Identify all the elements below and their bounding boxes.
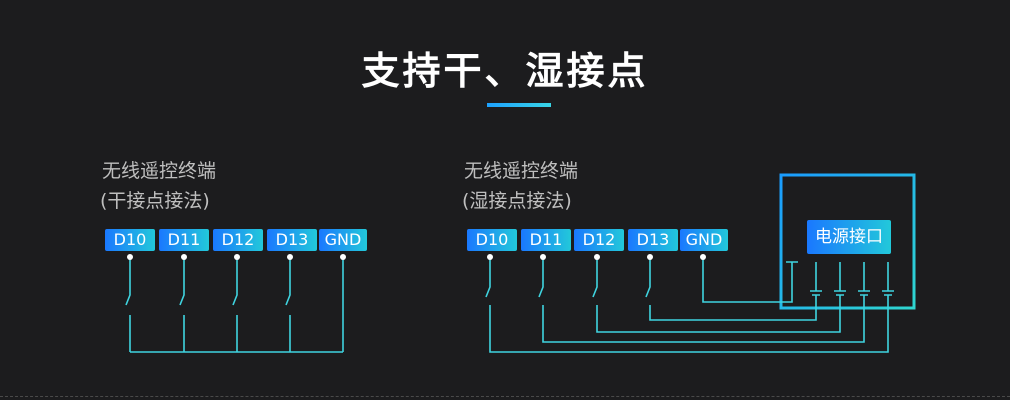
right-dot-d10 bbox=[487, 254, 493, 260]
left-dot-d10 bbox=[127, 254, 133, 260]
right-panel-label-line2: (湿接点接法) bbox=[462, 190, 572, 212]
right-pin-dots bbox=[487, 254, 706, 260]
left-panel-label-line1: 无线遥控终端 bbox=[102, 160, 217, 182]
power-interface-label: 电源接口 bbox=[807, 220, 891, 254]
power-terminal-1 bbox=[810, 262, 822, 296]
left-dot-d12 bbox=[234, 254, 240, 260]
right-pin-d12: D12 bbox=[574, 229, 624, 251]
right-pin-d11: D11 bbox=[521, 229, 571, 251]
left-switch-d12 bbox=[232, 258, 238, 352]
left-pin-d13: D13 bbox=[267, 229, 317, 251]
right-panel-label-line1: 无线遥控终端 bbox=[464, 160, 579, 182]
power-terminal-3 bbox=[858, 262, 870, 296]
right-wire-d11 bbox=[538, 258, 865, 343]
left-switch-d10 bbox=[125, 258, 131, 352]
left-wiring bbox=[125, 258, 344, 353]
left-switch-d13 bbox=[285, 258, 291, 352]
left-panel-label-line2: (干接点接法) bbox=[100, 190, 210, 212]
right-wire-gnd bbox=[702, 258, 798, 303]
page-title: 支持干、湿接点 bbox=[361, 49, 649, 93]
power-module-box bbox=[779, 173, 916, 310]
left-pin-d11: D11 bbox=[159, 229, 209, 251]
right-dot-d11 bbox=[540, 254, 546, 260]
title-underline bbox=[487, 103, 551, 107]
left-dot-d13 bbox=[287, 254, 293, 260]
right-wire-d13 bbox=[645, 258, 817, 321]
left-pin-d10: D10 bbox=[105, 229, 155, 251]
left-pin-dots bbox=[127, 254, 346, 260]
left-pin-d12: D12 bbox=[213, 229, 263, 251]
left-dot-d11 bbox=[181, 254, 187, 260]
left-switch-d11 bbox=[179, 258, 185, 352]
right-wire-d10 bbox=[485, 258, 889, 353]
power-terminal-4 bbox=[882, 262, 894, 296]
right-wiring bbox=[485, 258, 894, 353]
right-dot-gnd bbox=[700, 254, 706, 260]
right-wire-d12 bbox=[592, 258, 841, 333]
right-dot-d12 bbox=[594, 254, 600, 260]
power-terminal-2 bbox=[834, 262, 846, 296]
bottom-divider bbox=[0, 396, 1010, 397]
right-pin-d13: D13 bbox=[628, 229, 678, 251]
left-dot-gnd bbox=[340, 254, 346, 260]
right-dot-d13 bbox=[647, 254, 653, 260]
right-pin-d10: D10 bbox=[467, 229, 517, 251]
right-pin-gnd: GND bbox=[680, 229, 728, 251]
left-pin-gnd: GND bbox=[319, 229, 367, 251]
